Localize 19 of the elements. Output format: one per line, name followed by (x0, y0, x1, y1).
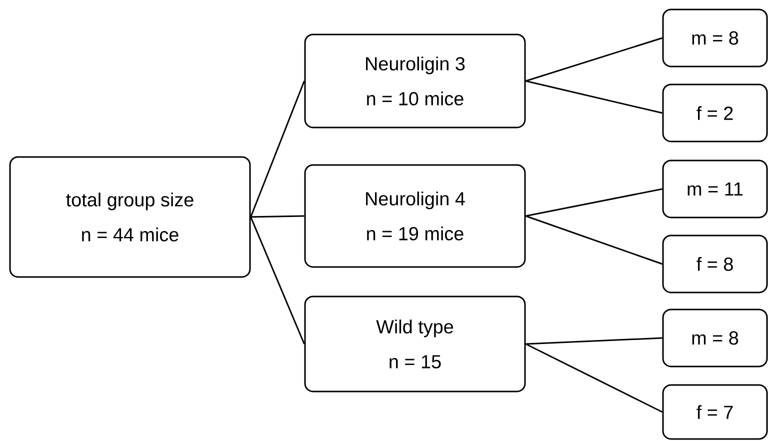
count-box: m = 8 (662, 8, 768, 68)
count-box: m = 11 (662, 160, 768, 218)
connector-line (250, 80, 305, 218)
connector-line (526, 337, 662, 345)
connector-line (526, 37, 662, 82)
count-box: f = 7 (662, 384, 768, 440)
group-box: Neuroligin 3 n = 10 mice (304, 34, 526, 128)
count-box: m = 8 (662, 308, 768, 368)
count-box: f = 8 (662, 234, 768, 294)
connector-line (250, 215, 304, 218)
connector-line (250, 216, 305, 344)
group-box: total group size n = 44 mice (9, 156, 251, 278)
group-box: Wild type n = 15 (304, 296, 526, 392)
connector-line (526, 215, 662, 265)
count-box: f = 2 (662, 84, 768, 142)
group-box: Neuroligin 4 n = 19 mice (304, 164, 526, 268)
connector-line (525, 343, 663, 413)
connector-line (526, 188, 662, 217)
connector-line (526, 80, 662, 114)
